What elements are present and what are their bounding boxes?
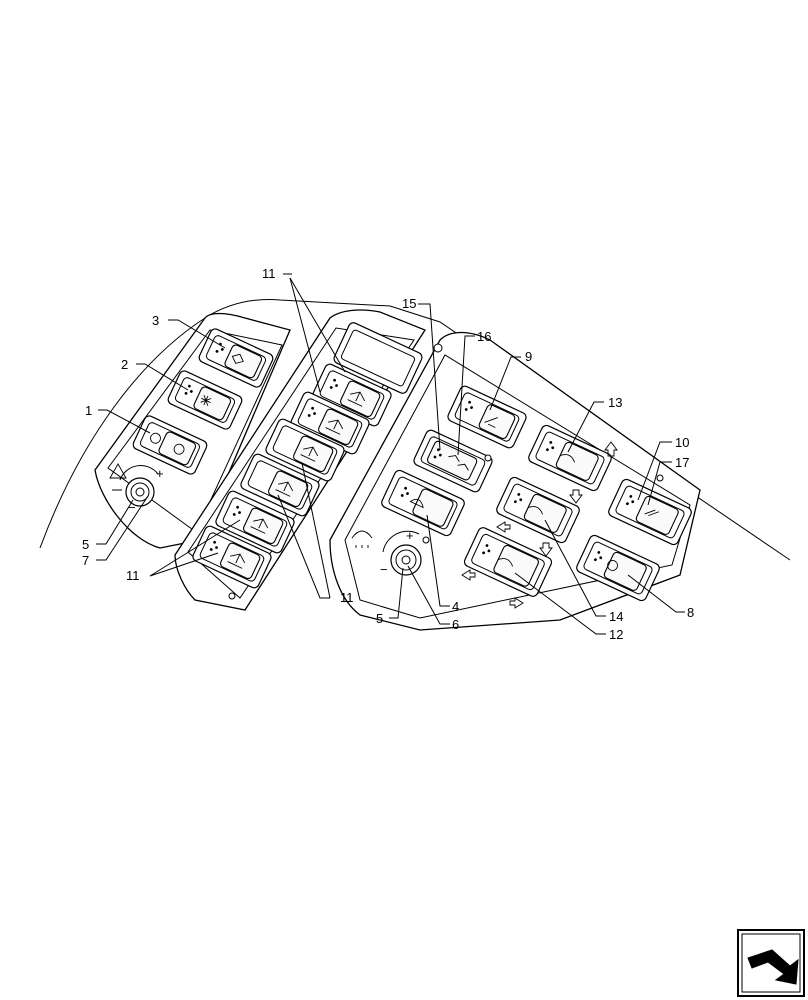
arrow-down-icon-a [569,489,583,504]
callout-11-top: 11 [262,266,276,281]
arrow-left-icon-b [461,569,476,581]
callout-11-left: 11 [126,568,140,583]
callout-5-right: 5 [376,611,383,626]
knob-left-minus: − [128,500,136,515]
leader-lines [96,273,685,635]
screw-icon-c [433,343,443,353]
callout-15: 15 [402,296,416,311]
screw-icon-d [422,536,430,544]
wiper-symbol-icon [351,530,373,548]
callout-12: 12 [609,627,623,642]
callout-14: 14 [609,609,623,624]
rocker-switch-2[interactable] [167,369,244,430]
callout-16: 16 [477,329,491,344]
rocker-switch-11-d[interactable] [239,453,320,518]
callout-11-mid: 11 [340,590,354,605]
knob-left-plus: + [156,466,164,481]
callout-7: 7 [82,553,89,568]
rotary-knob-right[interactable]: + − [380,528,422,577]
rocker-switch-14[interactable] [495,476,581,544]
rocker-switch-1[interactable] [132,414,209,475]
rocker-switch-11-c[interactable] [264,418,345,483]
rocker-switch-9[interactable] [446,385,527,450]
rocker-switch-13[interactable] [527,424,613,492]
callout-17: 17 [675,455,689,470]
next-page-arrow-icon[interactable] [737,929,805,997]
callout-3: 3 [152,313,159,328]
callout-4: 4 [452,599,459,614]
callout-labels: 11 3 2 1 5 7 11 11 15 16 9 13 10 17 4 5 … [82,266,694,642]
callout-6: 6 [452,617,459,632]
rocker-switch-11-e[interactable] [214,490,295,555]
callout-2: 2 [121,357,128,372]
callout-9: 9 [525,349,532,364]
middle-switch-column [174,309,426,611]
arrow-left-icon-a [496,521,511,533]
rocker-switch-17[interactable] [607,478,693,546]
right-switch-panel: + − [329,305,791,631]
rocker-switch-4[interactable] [380,469,466,537]
knob-right-plus: + [406,528,414,543]
arrow-right-icon [509,597,524,609]
rocker-switch-11-a[interactable] [311,363,392,428]
rocker-switch-11-f[interactable] [191,525,272,590]
rocker-switch-16[interactable] [412,429,493,494]
arrow-up-icon [604,441,618,457]
panel-symbol-icon [109,463,127,491]
callout-5-left: 5 [82,537,89,552]
callout-8: 8 [687,605,694,620]
callout-10: 10 [675,435,689,450]
rocker-switch-12[interactable] [463,526,553,598]
rotary-knob-left[interactable]: + − [119,465,164,515]
arrow-down-icon-b [539,542,553,557]
knob-right-minus: − [380,562,388,577]
callout-13: 13 [608,395,622,410]
middle-screw-icon [228,592,236,600]
display-window [333,322,423,394]
callout-1: 1 [85,403,92,418]
screw-icon-b [656,474,664,482]
screw-icon-a [484,454,492,462]
rocker-switch-11-b[interactable] [289,391,370,456]
